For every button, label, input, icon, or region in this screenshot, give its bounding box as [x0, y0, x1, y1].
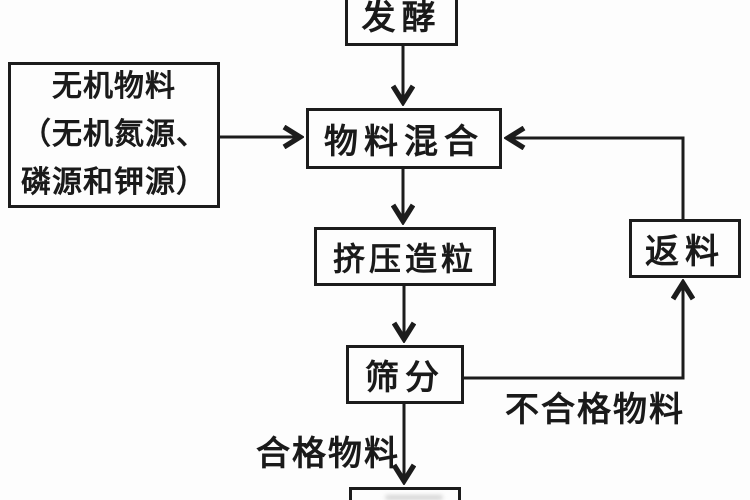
- node-screening-label: 筛分: [365, 359, 445, 397]
- node-fermentation-label: 发酵: [361, 0, 442, 37]
- label-unqualified-material: 不合格物料: [505, 391, 685, 429]
- edge-screening-to-return: [464, 283, 683, 380]
- label-qualified-material: 合格物料: [256, 435, 400, 473]
- node-material-return-label: 返料: [645, 233, 725, 271]
- clipped-text-hint: [385, 495, 443, 500]
- node-material-mixing-label: 物料混合: [324, 123, 484, 161]
- node-material-return: 返料: [629, 219, 741, 278]
- edge-return-to-mixing: [508, 138, 685, 219]
- node-extrusion-granulation-label: 挤压造粒: [332, 240, 477, 277]
- node-inorganic-materials-label: 无机物料 （无机氮源、 磷源和钾源）: [21, 70, 207, 199]
- node-screening: 筛分: [346, 345, 464, 404]
- node-fermentation: 发酵: [345, 0, 458, 46]
- node-inorganic-materials: 无机物料 （无机氮源、 磷源和钾源）: [8, 62, 220, 208]
- node-material-mixing: 物料混合: [306, 108, 502, 169]
- node-extrusion-granulation: 挤压造粒: [314, 227, 496, 286]
